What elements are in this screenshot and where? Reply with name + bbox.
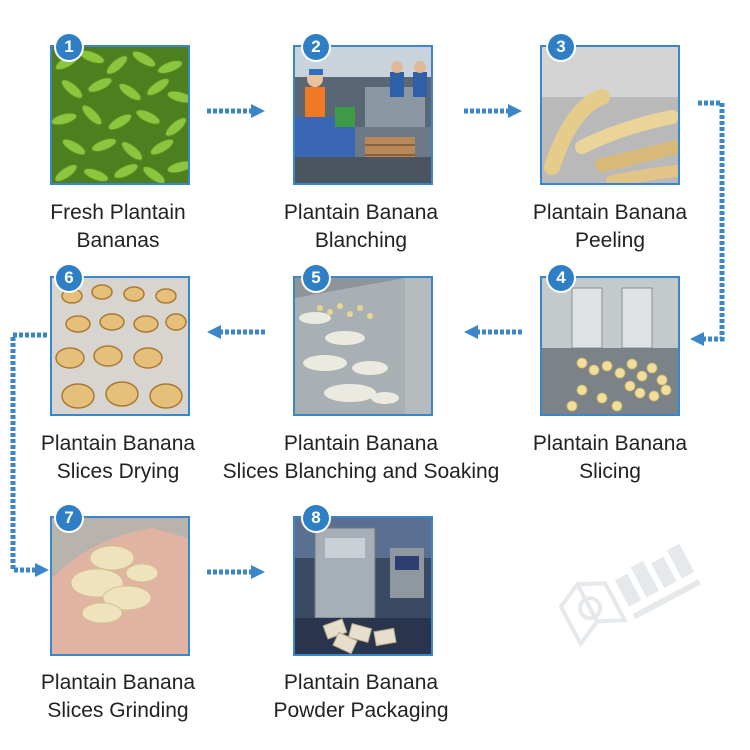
step-label: Plantain Banana Blanching (261, 199, 461, 255)
step-label-line-1: Fresh Plantain (50, 201, 186, 224)
step-number-badge: 7 (56, 505, 82, 531)
step-label-line-2: Slices Blanching and Soaking (222, 460, 500, 483)
fresh-plantain-photo (50, 45, 190, 185)
arrow-right-1-to-2 (207, 104, 265, 118)
arrow-left-5-to-6 (207, 325, 265, 339)
step-label-line-2: Bananas (76, 229, 160, 252)
step-label-line-1: Plantain Banana (283, 671, 439, 694)
step-number-badge: 2 (303, 34, 329, 60)
step-label-line-1: Plantain Banana (40, 432, 196, 455)
step-label-line-2: Slices Grinding (47, 699, 189, 722)
brand-watermark-logo (558, 543, 701, 648)
step-label: Plantain Banana Slicing (510, 430, 710, 486)
slices-drying-photo (50, 276, 190, 416)
step-number-badge: 3 (548, 34, 574, 60)
step-label-line-2: Peeling (574, 229, 646, 252)
arrow-left-4-to-5 (464, 325, 522, 339)
slices-grinding-photo (50, 516, 190, 656)
step-label-line-2: Blanching (314, 229, 408, 252)
step-number-badge: 4 (548, 265, 574, 291)
step-label: Plantain Banana Slices Blanching and Soa… (201, 430, 521, 486)
step-label-line-1: Plantain Banana (532, 432, 688, 455)
step-label: Plantain Banana Slices Grinding (18, 669, 218, 725)
step-label-line-1: Plantain Banana (283, 201, 439, 224)
arrow-right-2-to-3 (464, 104, 522, 118)
step-number-badge: 8 (303, 505, 329, 531)
step-number-badge: 5 (303, 265, 329, 291)
peeling-photo (540, 45, 680, 185)
blanching-photo (293, 45, 433, 185)
step-label-line-2: Slicing (579, 460, 641, 483)
step-label-line-1: Plantain Banana (40, 671, 196, 694)
step-label-line-1: Plantain Banana (532, 201, 688, 224)
powder-packaging-photo (293, 516, 433, 656)
step-label-line-2: Powder Packaging (273, 699, 449, 722)
slices-blanching-photo (293, 276, 433, 416)
arrow-down-3-to-4 (690, 100, 725, 346)
step-label: Fresh Plantain Bananas (18, 199, 218, 255)
step-label: Plantain Banana Peeling (510, 199, 710, 255)
arrow-down-6-to-7 (10, 332, 49, 577)
slicing-photo (540, 276, 680, 416)
step-label-line-2: Slices Drying (56, 460, 180, 483)
step-label: Plantain Banana Powder Packaging (261, 669, 461, 725)
arrow-right-7-to-8 (207, 565, 265, 579)
step-number-badge: 1 (56, 34, 82, 60)
step-label-line-1: Plantain Banana (283, 432, 439, 455)
step-number-badge: 6 (56, 265, 82, 291)
step-label: Plantain Banana Slices Drying (18, 430, 218, 486)
